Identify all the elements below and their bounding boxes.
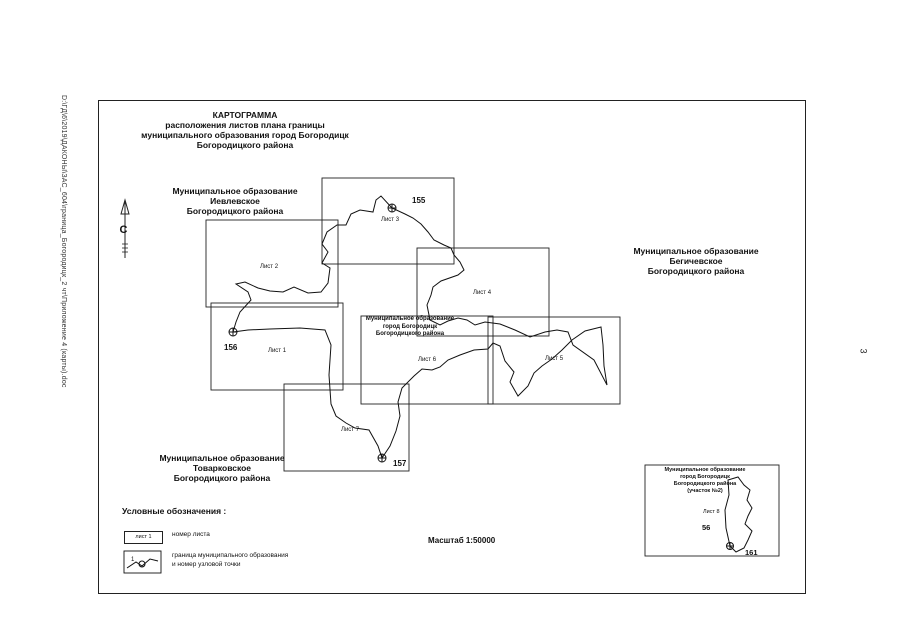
tovarkovskoe-line-1: Муниципальное образование — [159, 453, 285, 463]
legend-sheet-desc: номер листа — [172, 531, 210, 538]
label-tovarkovskoe: Муниципальное образование Товарковское Б… — [152, 453, 292, 483]
legend-title: Условные обозначения : — [122, 506, 227, 516]
map-scale: Масштаб 1:50000 — [428, 536, 496, 545]
begichevskoe-line-3: Богородицкого района — [647, 266, 745, 276]
node-157-label: 157 — [393, 459, 407, 468]
legend-boundary-desc-1: граница муниципального образования — [172, 552, 289, 559]
title-line-2: расположения листов плана границы — [165, 120, 325, 130]
node-156-label: 156 — [224, 343, 238, 352]
legend-sheet-box: лист 1 — [124, 531, 163, 544]
sheet-1-label: Лист 1 — [268, 348, 287, 354]
begichevskoe-line-1: Муниципальное образование — [633, 246, 759, 256]
sheet-3-label: Лист 3 — [381, 217, 400, 223]
sheet-7-label: Лист 7 — [341, 427, 360, 433]
ievlevskoe-line-1: Муниципальное образование — [172, 186, 298, 196]
tovarkovskoe-line-3: Богородицкого района — [173, 473, 271, 483]
legend-boundary-desc-2: и номер узловой точки — [172, 561, 241, 568]
inset-line-3: Богородицкого района — [673, 481, 737, 487]
file-path-text: D:\ГД\6\2019\ДАКОНЫ\ЗАС_604\граница_Бого… — [60, 95, 67, 388]
inset-frame — [644, 464, 780, 557]
inset-label: Муниципальное образование город Богороди… — [650, 467, 760, 495]
sheet-6-label: Лист 6 — [418, 357, 437, 363]
legend-node-sample: 1 — [131, 557, 135, 563]
sheet-3-rect — [321, 177, 455, 265]
node-161-label: 161 — [745, 548, 758, 557]
legend-boundary-desc: граница муниципального образования и ном… — [172, 551, 288, 569]
title-line-4: Богородицкого района — [196, 140, 294, 150]
sheet-1-rect — [210, 302, 344, 391]
inset-line-2: город Богородицк — [680, 474, 730, 480]
center-line-3: Богородицкого района — [375, 331, 445, 337]
title-line-1: КАРТОГРАММА — [212, 110, 278, 120]
label-begichevskoe: Муниципальное образование Бегичевское Бо… — [626, 246, 766, 276]
center-line-1: Муниципальное образование — [365, 316, 455, 322]
ievlevskoe-line-3: Богородицкого района — [186, 206, 284, 216]
sheet-2-label: Лист 2 — [260, 264, 279, 270]
sheet-7-rect — [283, 383, 410, 472]
north-letter: С — [120, 224, 128, 236]
sheet-4-rect — [416, 247, 550, 337]
map-title: КАРТОГРАММА расположения листов плана гр… — [140, 110, 350, 150]
sheet-5-label: Лист 5 — [545, 356, 564, 362]
map-frame — [98, 100, 806, 594]
label-center-municipality: Муниципальное образование город Богороди… — [358, 316, 462, 339]
sheet-4-label: Лист 4 — [473, 290, 492, 296]
sheet-6-rect — [360, 315, 494, 405]
node-56-label: 56 — [702, 523, 710, 532]
tovarkovskoe-line-2: Товарковское — [192, 463, 252, 473]
north-arrow-icon: С — [120, 198, 130, 258]
center-line-2: город Богородицк — [382, 323, 438, 330]
sheet-8-label: Лист 8 — [703, 509, 720, 515]
ievlevskoe-line-2: Иевлевское — [210, 196, 260, 206]
node-155-label: 155 — [412, 196, 426, 205]
legend-boundary-sample — [123, 550, 162, 574]
municipal-boundary — [232, 195, 608, 460]
title-line-3: муниципального образования город Богород… — [141, 130, 349, 140]
begichevskoe-line-2: Бегичевское — [669, 256, 723, 266]
inset-line-1: Муниципальное образование — [664, 467, 746, 473]
label-ievlevskoe: Муниципальное образование Иевлевское Бог… — [170, 186, 300, 216]
inset-boundary — [724, 476, 753, 553]
inset-line-4: (участок №2) — [687, 488, 723, 494]
sheet-5-rect — [487, 316, 621, 405]
sheet-2-rect — [205, 219, 339, 308]
